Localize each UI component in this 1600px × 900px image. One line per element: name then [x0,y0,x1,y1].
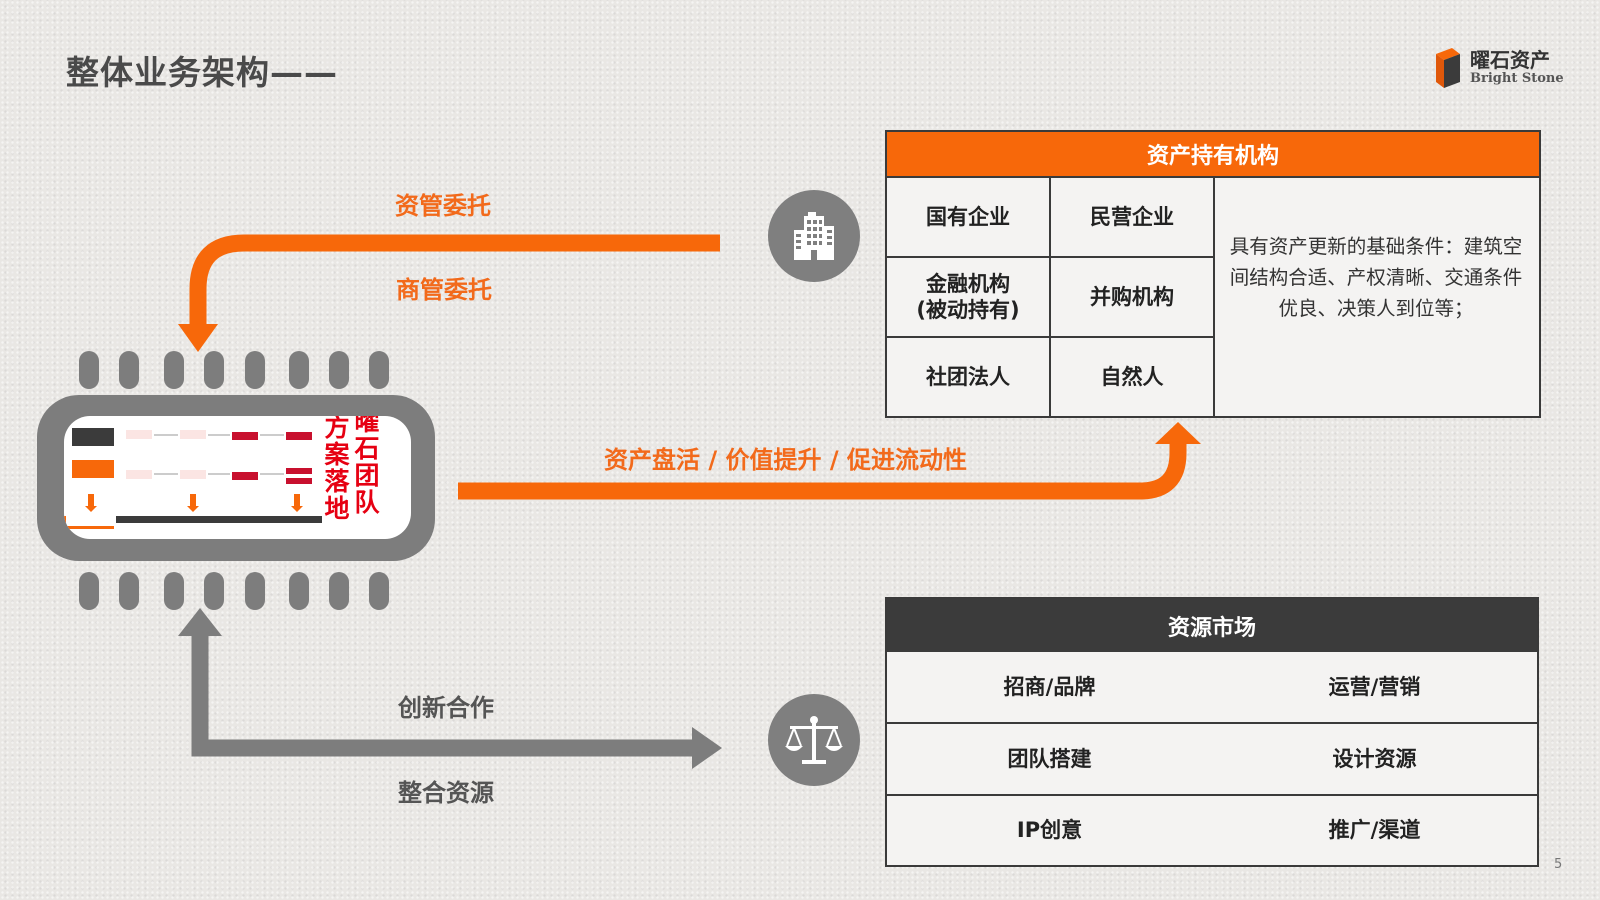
holder-cell: 并购机构 [1051,258,1215,338]
chip-screen: 方 案 落 地 曜 石 团 队 [64,416,411,539]
team-char: 队 [354,488,380,517]
chip-pin [79,351,99,389]
team-char: 案 [324,440,350,469]
market-cell: 设计资源 [1212,724,1537,796]
market-cell: 团队搭建 [887,724,1212,796]
page-title: 整体业务架构—— [66,53,338,92]
team-char: 地 [324,494,350,523]
team-char: 石 [354,434,380,463]
page-number: 5 [1554,857,1563,872]
chip-pin [245,351,265,389]
chip-pin [369,572,389,610]
holder-cell: 民营企业 [1051,178,1215,258]
chip-pin [289,572,309,610]
chip-pin [119,572,139,610]
team-char: 落 [324,467,350,496]
chip-pin [79,572,99,610]
logo-en-text: Bright Stone [1470,71,1564,86]
label-revitalize: 资产盘活 / 价值提升 / 促进流动性 [604,446,967,474]
holder-cell: 国有企业 [887,178,1051,258]
arrow-revitalize-head [1155,422,1201,444]
building-icon [768,190,860,282]
market-cell: 推广/渠道 [1328,818,1421,843]
chip-pin [329,351,349,389]
market-cell: 招商/品牌 [887,652,1212,724]
chip-pin [245,572,265,610]
resource-market-header: 资源市场 [887,599,1537,652]
label-asset-mgmt: 资管委托 [395,192,491,220]
holder-cell: 自然人 [1051,338,1215,416]
logo-cn-text: 曜石资产 [1470,48,1550,72]
label-innovation: 创新合作 [398,694,494,722]
arrow-cooperation-right-head [692,727,722,769]
arrow-entrust [189,234,720,326]
chip-pin [289,351,309,389]
chip-pin [329,572,349,610]
label-commercial-mgmt: 商管委托 [396,276,492,304]
arrow-cooperation [191,632,696,757]
arrow-cooperation-up-head [178,608,222,636]
asset-holders-table: 资产持有机构 国有企业 民营企业 金融机构 (被动持有) 并购机构 社团法人 自… [885,130,1541,418]
team-char: 团 [354,461,380,490]
logo-icon [1436,48,1460,88]
chip-pin [369,351,389,389]
chip-pin [164,572,184,610]
holder-cell: 金融机构 (被动持有) [887,258,1051,338]
asset-holders-header: 资产持有机构 [887,132,1539,178]
arrow-entrust-head [178,324,218,352]
chip-pin [164,351,184,389]
holder-cell: 社团法人 [887,338,1051,416]
team-char: 曜 [354,416,380,436]
market-cell: 运营/营销 [1212,652,1537,724]
resource-market-table: 资源市场 招商/品牌 运营/营销 团队搭建 设计资源 IP创意 推广/渠道 [885,597,1539,867]
market-cell: IP创意 [1016,818,1083,843]
chip-pin [204,572,224,610]
brand-logo: 曜石资产 Bright Stone [1432,44,1564,94]
team-column-brightstone: 曜 石 团 队 [354,416,380,516]
chip-pin [119,351,139,389]
thumbnail-diagram [64,428,322,529]
holders-description: 具有资产更新的基础条件：建筑空间结构合适、产权清晰、交通条件优良、决策人到位等； [1229,234,1523,320]
team-char: 方 [324,416,350,442]
arrow-revitalize [458,444,1187,500]
scale-icon [768,694,860,786]
chip-pin [204,351,224,389]
team-column-plan: 方 案 落 地 [324,416,350,522]
label-integration: 整合资源 [398,779,494,807]
